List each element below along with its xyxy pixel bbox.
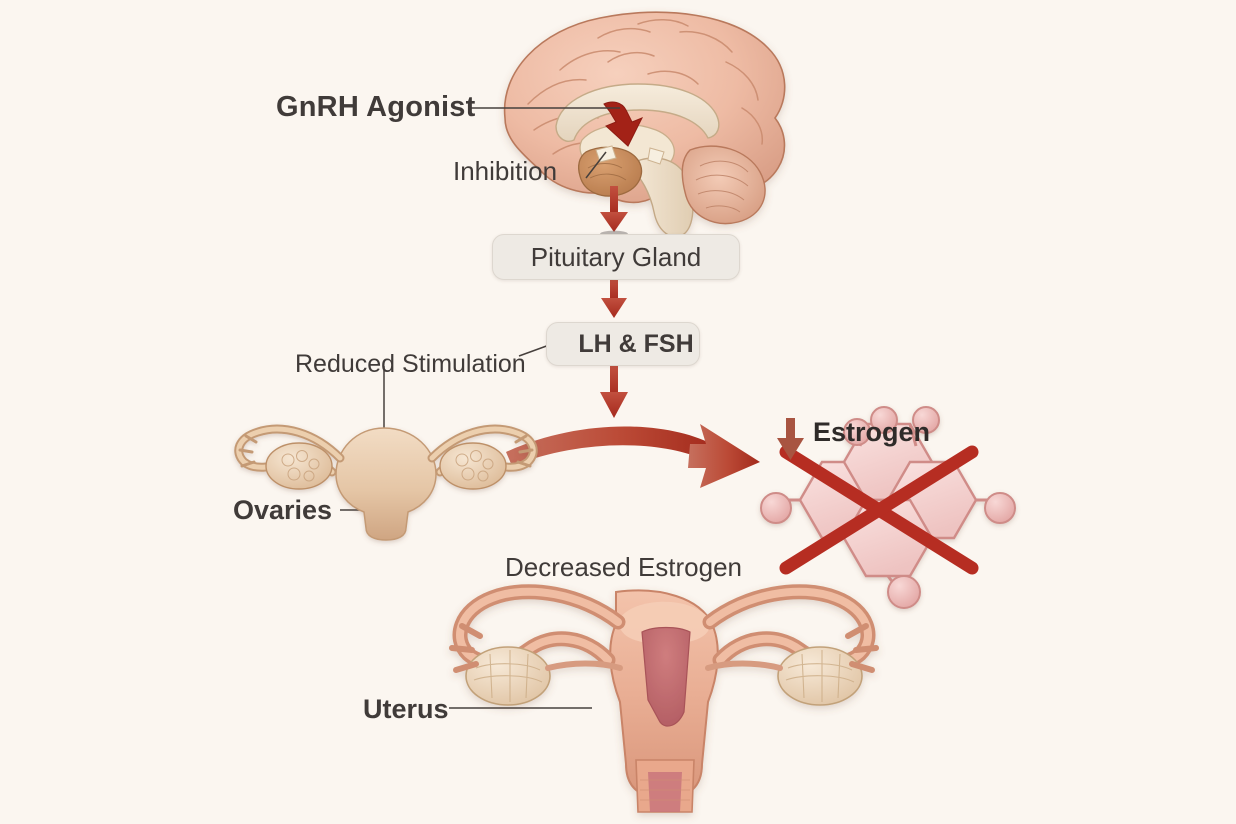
node-lh-fsh: LH & FSH [546, 322, 700, 366]
cross-out-x-icon [779, 445, 979, 575]
uterus-ovaries-small-illustration [234, 424, 538, 541]
steroid-molecule-crossed-out [760, 406, 1016, 609]
arrow-ovaries-to-estrogen-curved [506, 424, 760, 488]
inhibition-arrow [603, 101, 644, 147]
arrow-lhfsh-to-ovaries [600, 366, 628, 418]
label-uterus: Uterus [363, 694, 449, 724]
label-estrogen: Estrogen [784, 417, 930, 448]
label-decreased-estrogen: Decreased Estrogen [505, 552, 743, 582]
leader-inhibition [585, 151, 607, 179]
label-ovaries: Ovaries [233, 495, 333, 525]
leader-lines [340, 107, 620, 709]
label-inhibition: Inhibition [453, 156, 558, 186]
label-estrogen-text: Estrogen [813, 417, 931, 447]
arrow-pituitary-to-lhfsh [601, 278, 627, 318]
label-reduced-stimulation: Reduced Stimulation [295, 350, 526, 378]
estrogen-down-arrow-icon [777, 418, 804, 460]
node-lh-fsh-label: LH & FSH [578, 329, 694, 358]
node-pituitary-gland-label: Pituitary Gland [530, 241, 702, 272]
label-gnrh-agonist: GnRH Agonist [276, 91, 476, 123]
node-pituitary-gland: Pituitary Gland [492, 234, 740, 280]
brain-sagittal-illustration [503, 11, 786, 238]
uterus-ovaries-large-illustration [449, 584, 879, 813]
